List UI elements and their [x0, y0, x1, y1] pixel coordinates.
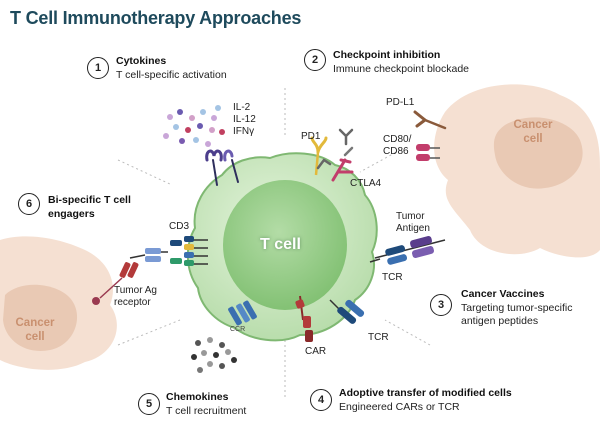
bispecific-engager: [92, 248, 168, 305]
cancer-cell-right-label: Cancer cell: [508, 118, 558, 146]
cancer-cell-left-line1: Cancer: [15, 317, 55, 329]
car-label: CAR: [305, 346, 327, 357]
pdl1-label: PD-L1: [386, 97, 415, 108]
tcell-label: T cell: [260, 236, 301, 253]
section-6-heading: Bi-specific T cell: [48, 194, 131, 206]
cancer-cell-left-label: Cancer cell: [10, 316, 60, 344]
cd3-label: CD3: [169, 221, 190, 232]
checkpoint-antibody-icon-2: [316, 158, 332, 170]
tumor-ag-receptor-label-line2: receptor: [114, 297, 151, 308]
pd1-label: PD1: [301, 131, 321, 142]
ccr-label: CCR: [230, 326, 246, 333]
section-5-number: 5: [138, 393, 160, 415]
tumor-antigen-label-line2: Antigen: [396, 223, 430, 234]
section-1-number: 1: [87, 57, 109, 79]
section-1-subtitle: T cell-specific activation: [116, 69, 227, 81]
section-5-subtitle: T cell recruitment: [166, 405, 247, 417]
ccr-receptor: [228, 300, 257, 326]
checkpoint-antibody-icon: [338, 128, 354, 146]
cd86-label: CD86: [383, 146, 409, 157]
section-4-number: 4: [310, 389, 332, 411]
pd1-receptor: [310, 136, 328, 176]
car-receptor: [295, 295, 313, 342]
ctla4-receptor: [331, 146, 354, 182]
section-1-heading: Cytokines: [116, 55, 167, 67]
page-title: T Cell Immunotherapy Approaches: [10, 8, 302, 28]
ctla4-label: CTLA4: [350, 178, 382, 189]
section-3-subtitle-line2: antigen peptides: [461, 315, 539, 327]
section-4-heading: Adoptive transfer of modified cells: [339, 387, 512, 399]
cancer-nucleus-left: [3, 284, 78, 351]
chemokine-dots: [191, 337, 237, 373]
section-2-number: 2: [304, 49, 326, 71]
cytokine-dots: [163, 105, 225, 147]
tumor-ag-receptor-label: Tumor Ag: [114, 285, 157, 296]
section-3-subtitle: Targeting tumor-specific: [461, 302, 573, 314]
cd80-label: CD80/: [383, 134, 412, 145]
section-4-subtitle: Engineered CARs or TCR: [339, 401, 460, 413]
section-2-heading: Checkpoint inhibition: [333, 49, 441, 61]
tcr-label-bottom: TCR: [368, 332, 389, 343]
section-3-heading: Cancer Vaccines: [461, 288, 545, 300]
cancer-nucleus-right: [493, 117, 583, 189]
il2-label: IL-2: [233, 102, 251, 113]
cd80-cd86-ligand: [416, 144, 440, 161]
cancer-cell-right-line1: Cancer: [513, 119, 553, 131]
tcr-receptor-bottom: [329, 299, 365, 324]
cd3-complex: [170, 236, 208, 266]
section-5-heading: Chemokines: [166, 391, 229, 403]
section-6-heading-line2: engagers: [48, 208, 95, 220]
cancer-cell-left-line2: cell: [25, 331, 45, 343]
section-2-subtitle: Immune checkpoint blockade: [333, 63, 469, 75]
cytokine-receptors: [205, 149, 239, 186]
cancer-cell-right-line2: cell: [523, 133, 543, 145]
tcr-label-top: TCR: [382, 272, 403, 283]
tumor-antigen-label: Tumor: [396, 211, 425, 222]
pdl1-ligand: [413, 110, 447, 130]
tcr-mhc-complex-right: [369, 235, 446, 265]
tcell-nucleus: [223, 180, 347, 310]
section-3-number: 3: [430, 294, 452, 316]
il12-label: IL-12: [233, 114, 256, 125]
section-6-number: 6: [18, 193, 40, 215]
ifng-label: IFNγ: [233, 126, 255, 137]
section-dividers: [117, 88, 431, 400]
